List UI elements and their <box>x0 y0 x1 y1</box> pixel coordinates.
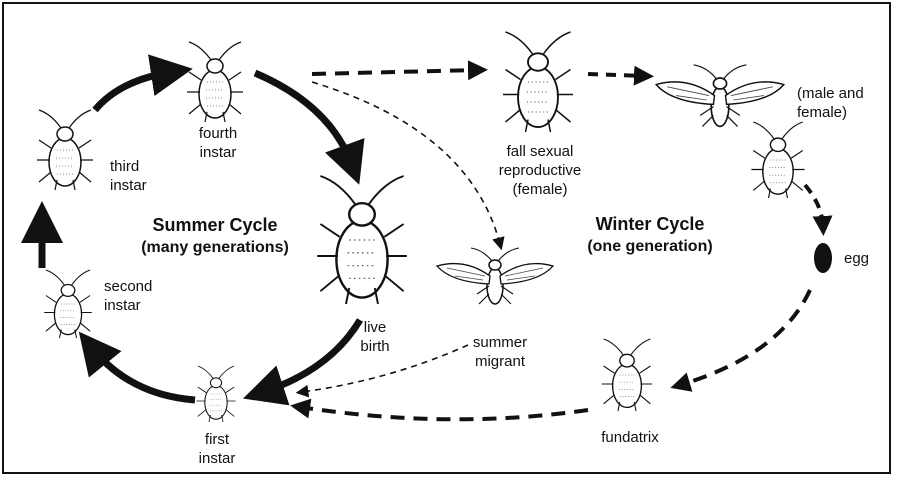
arrow-fundatrix-to-first <box>300 407 588 419</box>
winter-cycle-subtitle: (one generation) <box>560 237 740 257</box>
first-instar-aphid <box>196 366 235 422</box>
fourth-instar-aphid <box>187 42 243 122</box>
summer-cycle-title: Summer Cycle <box>120 214 310 236</box>
arrow-egg-to-fundatrix <box>680 290 810 385</box>
arrow-fourth-to-live-birth <box>255 73 352 165</box>
egg-label: egg <box>844 249 884 268</box>
fundatrix-aphid <box>602 339 652 411</box>
arrow-third-to-fourth <box>95 72 172 110</box>
arrow-fourth-to-fall-sexual <box>312 70 478 74</box>
fall-sexual-aphid <box>503 32 573 132</box>
second-instar-aphid <box>44 270 92 338</box>
summer-cycle-subtitle: (many generations) <box>110 238 320 258</box>
summer-migrant-aphid <box>437 248 553 304</box>
fundatrix-label: fundatrix <box>580 428 680 447</box>
arrow-fall-sexual-to-males <box>588 74 644 76</box>
arrow-female-to-egg <box>805 185 823 226</box>
winter-cycle-title: Winter Cycle <box>560 213 740 235</box>
live-birth-aphid <box>317 176 407 304</box>
female-aphid <box>751 122 804 198</box>
male-winged-aphid <box>656 65 784 127</box>
egg-shape <box>814 243 832 273</box>
arrow-fourth-to-summer-migrant <box>312 82 500 244</box>
arrow-first-to-second <box>92 348 195 400</box>
third-instar-aphid <box>37 110 93 190</box>
